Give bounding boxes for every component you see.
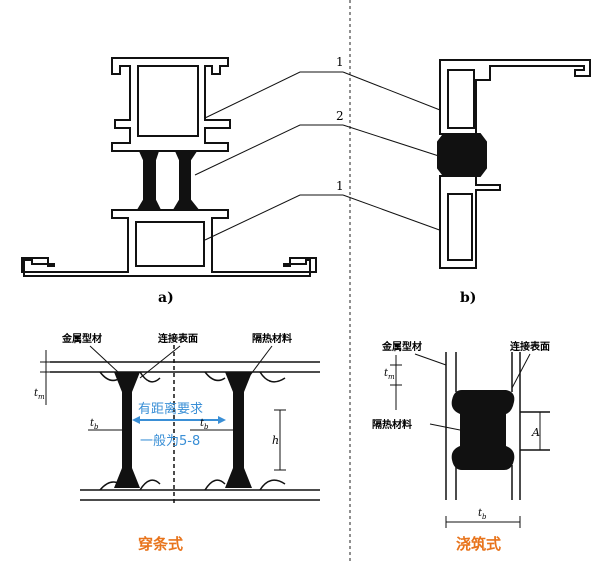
- pour-dim-tb: tb: [478, 508, 487, 521]
- callout-1-bottom: 1: [336, 179, 344, 193]
- pour-label-insulation: 隔热材料: [372, 418, 412, 431]
- figure-b-label: b): [460, 290, 476, 306]
- strip-leaders: [89, 345, 273, 379]
- strip-dim-tm: tm: [34, 388, 45, 401]
- detail-pour-drawing: [445, 352, 550, 500]
- distance-note-line1: 有距离要求: [138, 401, 203, 417]
- pour-insulation-block: [451, 390, 515, 470]
- pour-dimensions: [390, 355, 541, 528]
- pour-label-surface: 连接表面: [510, 340, 550, 353]
- callout-2: 2: [336, 109, 344, 123]
- figure-a-label: a): [158, 290, 174, 306]
- strip-label-metal: 金属型材: [61, 332, 102, 345]
- caption-strip-type: 穿条式: [138, 535, 183, 553]
- strip-dim-tb-left: tb: [90, 418, 99, 431]
- distance-note-line2: 一般为5-8: [140, 433, 200, 449]
- pour-dim-tm: tm: [384, 368, 395, 381]
- figure-b-pour-profile: [437, 59, 591, 269]
- callout-lines-a: [194, 71, 446, 241]
- detail-strip-dimensions: [40, 350, 286, 471]
- strip-dim-h: h: [272, 434, 279, 447]
- pour-label-metal: 金属型材: [381, 340, 422, 353]
- strip-dim-tb-right: tb: [200, 418, 209, 431]
- strip-label-insulation: 隔热材料: [252, 332, 292, 345]
- pour-leaders: [414, 353, 531, 431]
- strip-bar-right: [225, 372, 252, 488]
- strip-bar-left: [114, 372, 140, 488]
- figure-a-strip-profile: [21, 57, 317, 277]
- callout-1-top: 1: [336, 55, 344, 69]
- note-arrow-left-head: [132, 416, 140, 424]
- pour-dim-a: A: [531, 426, 540, 439]
- note-arrow-right-head: [218, 416, 226, 424]
- caption-pour-type: 浇筑式: [456, 535, 501, 553]
- strip-label-surface: 连接表面: [158, 332, 198, 345]
